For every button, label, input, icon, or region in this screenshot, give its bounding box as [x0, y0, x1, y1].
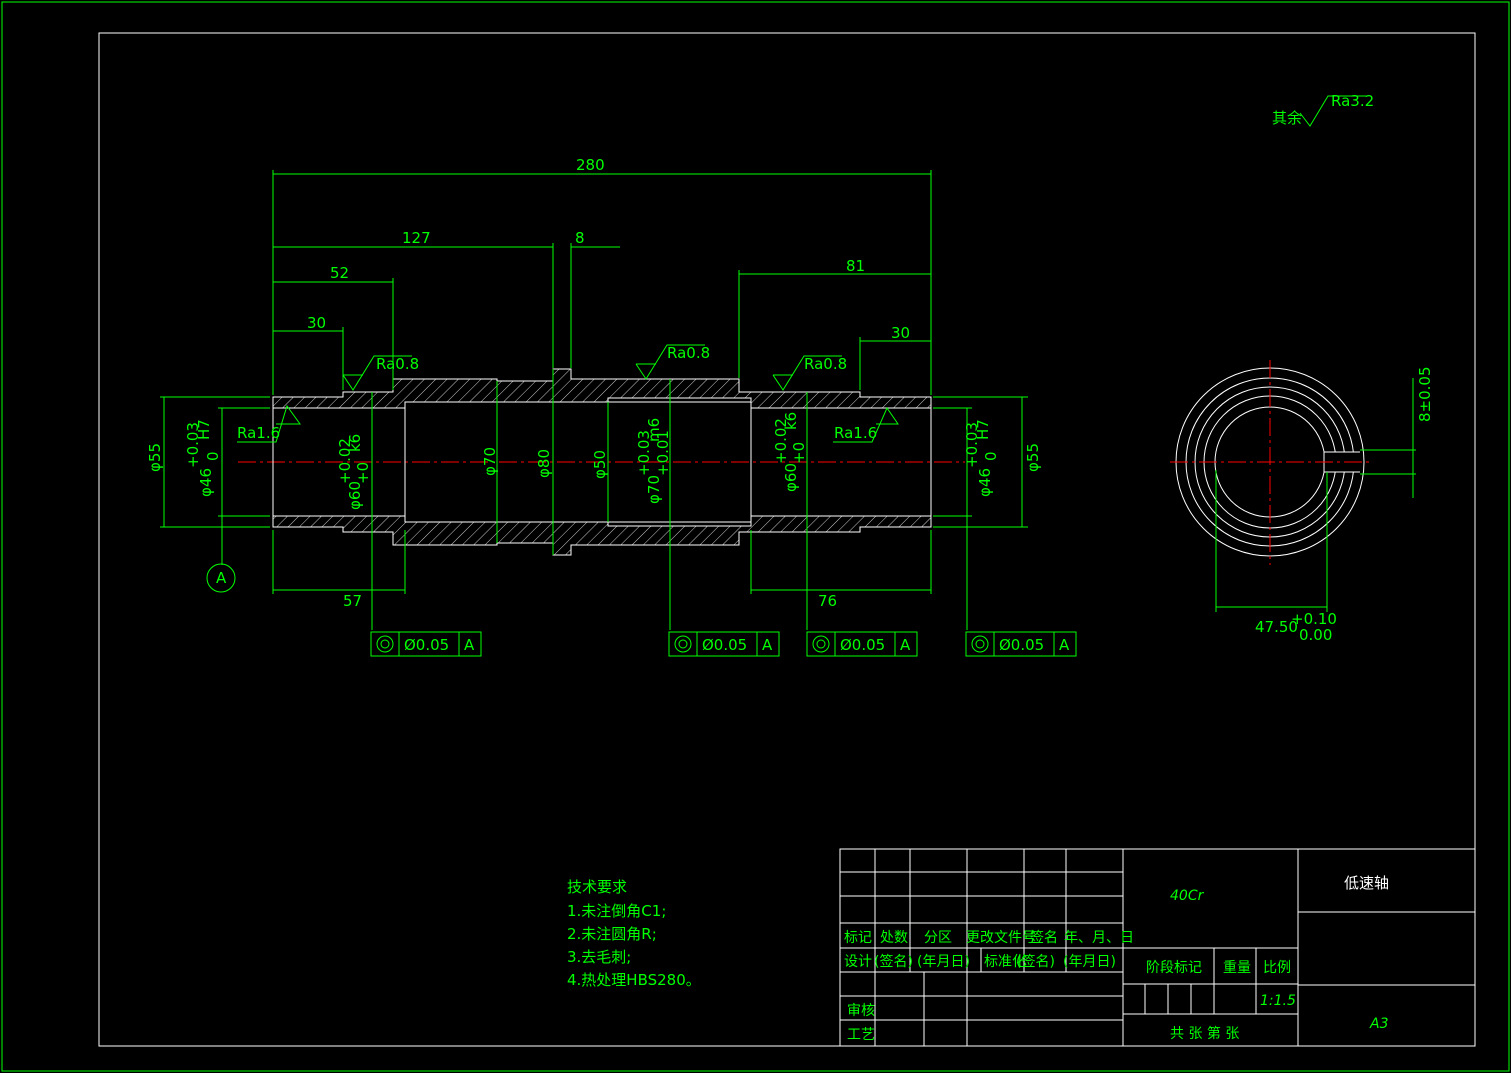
svg-text:+0.02: +0.02 — [336, 438, 354, 484]
datum-a: A — [206, 563, 236, 593]
svg-text:280: 280 — [576, 156, 605, 174]
svg-text:处数: 处数 — [880, 930, 908, 946]
svg-text:H7: H7 — [195, 419, 213, 440]
svg-text:φ55: φ55 — [146, 443, 164, 472]
tolerance-frame-2: Ø0.05 A — [668, 631, 780, 657]
svg-text:标记: 标记 — [844, 930, 872, 946]
svg-text:+0.03: +0.03 — [963, 422, 981, 468]
end-view: 8±0.05 47.50 +0.10 0.00 — [1170, 360, 1434, 644]
svg-text:81: 81 — [846, 257, 865, 275]
svg-text:阶段标记: 阶段标记 — [1146, 960, 1202, 976]
svg-text:57: 57 — [343, 592, 362, 610]
inner-border — [98, 32, 1476, 1047]
svg-text:A3: A3 — [1369, 1016, 1388, 1032]
svg-text:年、月、日: 年、月、日 — [1064, 930, 1134, 946]
svg-text:Ra0.8: Ra0.8 — [804, 355, 847, 373]
svg-text:φ60: φ60 — [782, 463, 800, 492]
svg-text:(年月日): (年月日) — [1063, 954, 1116, 970]
svg-text:30: 30 — [307, 314, 326, 332]
svg-text:签名: 签名 — [1030, 929, 1058, 946]
svg-text:A: A — [900, 636, 911, 654]
svg-text:30: 30 — [891, 324, 910, 342]
svg-text:8±0.05: 8±0.05 — [1416, 366, 1434, 422]
svg-text:127: 127 — [402, 229, 431, 247]
svg-text:m6: m6 — [645, 418, 663, 442]
surface-note: 其余 Ra3.2 — [1272, 92, 1374, 127]
svg-text:φ60: φ60 — [346, 481, 364, 510]
svg-text:A: A — [762, 636, 773, 654]
svg-text:0.00: 0.00 — [1299, 626, 1332, 644]
svg-text:更改文件号: 更改文件号 — [966, 930, 1036, 946]
tolerance-frame-4: Ø0.05 A — [965, 631, 1077, 657]
horizontal-dimensions: 280 127 8 52 30 81 30 57 76 — [272, 156, 932, 610]
svg-text:共 张 第 张: 共 张 第 张 — [1170, 1025, 1239, 1042]
svg-text:2.未注圆角R;: 2.未注圆角R; — [567, 925, 657, 943]
svg-text:76: 76 — [818, 592, 837, 610]
svg-text:0: 0 — [204, 451, 222, 461]
tech-requirements: 技术要求 1.未注倒角C1; 2.未注圆角R; 3.去毛刺; 4.热处理HBS2… — [567, 878, 701, 989]
svg-text:A: A — [216, 569, 227, 587]
svg-text:+0.03: +0.03 — [635, 430, 653, 476]
svg-text:φ50: φ50 — [591, 450, 609, 479]
svg-text:1:1.5: 1:1.5 — [1260, 993, 1296, 1009]
svg-text:φ80: φ80 — [535, 449, 553, 478]
svg-text:Ra1.6: Ra1.6 — [834, 424, 877, 442]
svg-text:比例: 比例 — [1263, 960, 1291, 976]
svg-text:4.热处理HBS280。: 4.热处理HBS280。 — [567, 971, 701, 989]
svg-text:分区: 分区 — [924, 930, 952, 946]
tolerance-frame-3: Ø0.05 A — [806, 631, 918, 657]
svg-text:+0.10: +0.10 — [1291, 610, 1337, 628]
svg-text:低速轴: 低速轴 — [1344, 874, 1389, 892]
svg-text:标准化: 标准化 — [984, 954, 1026, 970]
svg-text:(签名): (签名) — [1016, 953, 1055, 970]
svg-text:1.未注倒角C1;: 1.未注倒角C1; — [567, 902, 666, 920]
svg-text:0: 0 — [982, 451, 1000, 461]
svg-text:(签名): (签名) — [874, 953, 913, 970]
svg-text:k6: k6 — [782, 412, 800, 430]
svg-text:(年月日): (年月日) — [917, 954, 970, 970]
svg-text:A: A — [464, 636, 475, 654]
svg-text:+0: +0 — [354, 462, 372, 484]
title-block: 标记 处数 分区 更改文件号 签名 年、月、日 设计 (签名) (年月日) 标准… — [839, 848, 1476, 1047]
roughness-marks: Ra0.8 Ra0.8 Ra0.8 Ra1.6 Ra1.6 — [237, 344, 899, 443]
svg-text:3.去毛刺;: 3.去毛刺; — [567, 948, 631, 966]
svg-text:Ra0.8: Ra0.8 — [667, 344, 710, 362]
svg-text:Ra0.8: Ra0.8 — [376, 355, 419, 373]
svg-text:设计: 设计 — [844, 954, 872, 970]
svg-text:52: 52 — [330, 264, 349, 282]
shaft-section — [238, 368, 965, 556]
svg-text:Ø0.05: Ø0.05 — [999, 636, 1044, 654]
svg-text:Ra1.6: Ra1.6 — [237, 424, 280, 442]
diameter-dimensions: φ55 φ46 +0.03 0 H7 φ60 +0.02 +0 k6 φ70 φ… — [146, 369, 1042, 630]
svg-text:其余: 其余 — [1272, 109, 1302, 127]
svg-text:φ46: φ46 — [197, 468, 215, 497]
svg-text:技术要求: 技术要求 — [567, 878, 627, 896]
svg-text:k6: k6 — [346, 434, 364, 452]
svg-text:Ø0.05: Ø0.05 — [702, 636, 747, 654]
svg-text:+0.01: +0.01 — [654, 430, 672, 476]
svg-text:φ70: φ70 — [645, 475, 663, 504]
svg-text:+0.02: +0.02 — [772, 418, 790, 464]
svg-text:重量: 重量 — [1223, 960, 1251, 976]
svg-text:+0.03: +0.03 — [184, 422, 202, 468]
svg-text:8: 8 — [575, 229, 585, 247]
svg-text:40Cr: 40Cr — [1170, 888, 1205, 904]
svg-text:H7: H7 — [974, 419, 992, 440]
svg-text:Ra3.2: Ra3.2 — [1331, 92, 1374, 110]
svg-text:47.50: 47.50 — [1255, 618, 1298, 636]
svg-text:+0: +0 — [790, 442, 808, 464]
svg-text:Ø0.05: Ø0.05 — [840, 636, 885, 654]
svg-text:φ55: φ55 — [1024, 443, 1042, 472]
svg-text:审核: 审核 — [847, 1003, 875, 1019]
tolerance-frame-1: Ø0.05 A — [370, 631, 482, 657]
svg-text:工艺: 工艺 — [847, 1027, 875, 1043]
svg-text:Ø0.05: Ø0.05 — [404, 636, 449, 654]
svg-text:φ70: φ70 — [481, 447, 499, 476]
svg-text:φ46: φ46 — [976, 468, 994, 497]
svg-text:A: A — [1059, 636, 1070, 654]
